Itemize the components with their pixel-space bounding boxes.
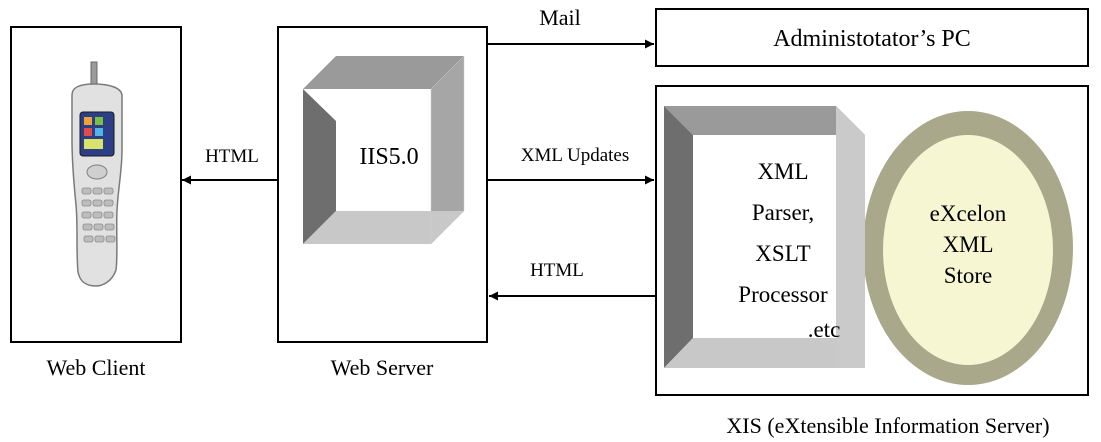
processor-line-3: XSLT — [755, 241, 810, 266]
store-line-2: XML — [942, 232, 993, 257]
processor-line-4: Processor — [738, 282, 828, 307]
xis-label: XIS (eXtensible Information Server) — [726, 413, 1049, 438]
admin-pc-box — [655, 8, 1089, 67]
web-client-label: Web Client — [46, 355, 145, 380]
mail-label: Mail — [539, 5, 581, 30]
xis-node: eXcelon XML Store XML Parser, XSLT Proce… — [655, 85, 1089, 438]
iis-label: IIS5.0 — [359, 144, 418, 170]
html-from-xis-label: HTML — [530, 260, 584, 281]
admin-pc-node: Administotator’s PC — [655, 8, 1089, 67]
web-server-label: Web Server — [331, 355, 434, 380]
xml-updates-label: XML Updates — [521, 145, 630, 166]
admin-pc-label: Administotator’s PC — [773, 26, 971, 52]
store-line-3: Store — [944, 263, 993, 288]
edge-html-from-xis: HTML — [489, 260, 656, 301]
mobile-phone-icon — [71, 61, 123, 287]
xml-store-text: eXcelon XML Store — [930, 201, 1007, 288]
processor-line-5: .etc — [808, 317, 841, 342]
store-line-1: eXcelon — [930, 201, 1007, 226]
processor-line-2: Parser, — [752, 200, 814, 225]
processor-line-1: XML — [757, 159, 808, 184]
iis-server-frame — [303, 55, 465, 245]
xml-store-cylinder — [863, 111, 1073, 385]
html-to-client-label: HTML — [205, 146, 259, 167]
xml-processor-frame — [664, 106, 865, 368]
edge-xml-updates: XML Updates — [487, 145, 654, 185]
web-server-node: IIS5.0 Web Server — [277, 26, 488, 380]
edge-mail: Mail — [487, 5, 654, 49]
web-client-node: Web Client — [10, 26, 182, 380]
edge-html-to-client: HTML — [182, 146, 278, 185]
xml-processor-text: XML Parser, XSLT Processor .etc — [738, 159, 840, 342]
